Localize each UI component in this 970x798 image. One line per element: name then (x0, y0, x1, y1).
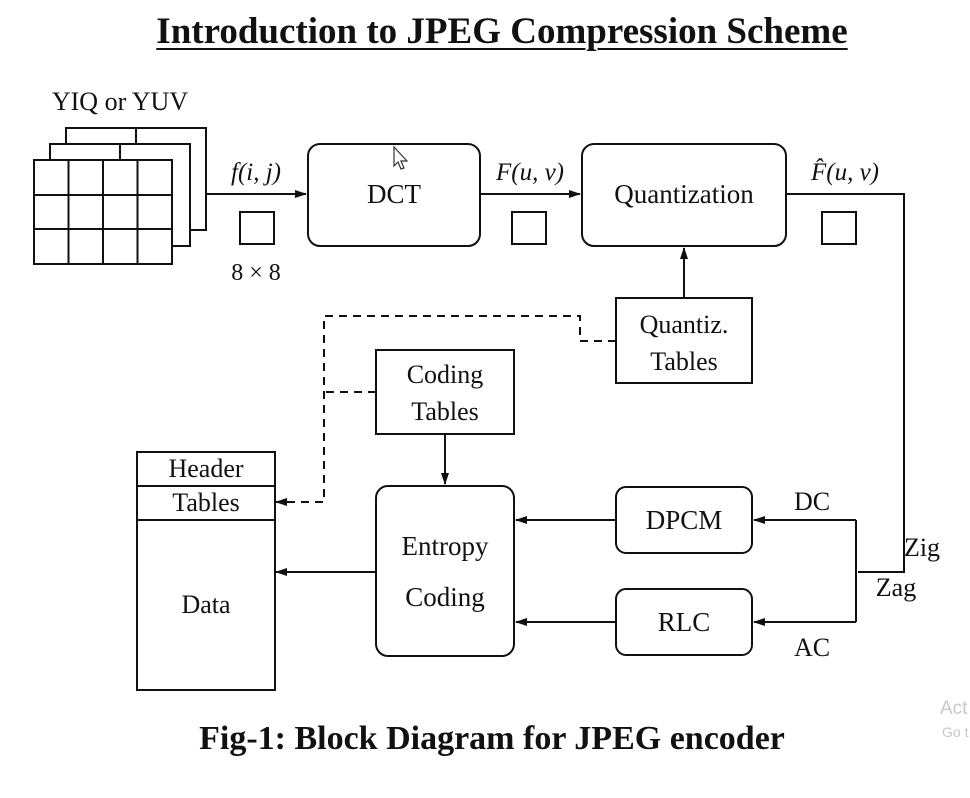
block-size-label: 8 × 8 (231, 260, 281, 286)
input-label: YIQ or YUV (52, 87, 188, 116)
watermark-line-2: Go t (942, 724, 969, 740)
dpcm-label: DPCM (646, 505, 723, 535)
input-image-stack (33, 127, 207, 265)
coding-tables-label-2: Tables (411, 397, 479, 426)
output-data-label: Data (181, 590, 231, 619)
dc-label: DC (794, 487, 830, 516)
output-header-label: Header (168, 454, 243, 483)
block-marker-dct (511, 211, 547, 245)
dct-label: DCT (367, 179, 422, 209)
zig-label: Zig (904, 533, 940, 562)
block-marker-spatial (239, 211, 275, 245)
entropy-label-1: Entropy (402, 531, 489, 561)
rlc-label: RLC (658, 607, 711, 637)
dashed-quant-tables-to-header (275, 315, 616, 506)
block-marker-quantized (821, 211, 857, 245)
entropy-label-2: Coding (405, 582, 485, 612)
ac-label: AC (794, 633, 830, 662)
quant-tables-label-1: Quantiz. (640, 310, 729, 339)
output-bitstream (136, 451, 276, 691)
signal-dct-coeffs: F(u, v) (495, 159, 564, 186)
page-title: Introduction to JPEG Compression Scheme (156, 11, 848, 52)
figure-caption: Fig-1: Block Diagram for JPEG encoder (199, 720, 785, 757)
zag-label: Zag (876, 573, 916, 602)
quantization-label: Quantization (614, 179, 754, 209)
mouse-cursor-icon (393, 145, 409, 170)
quantized-output-line (786, 193, 905, 573)
signal-quantized: F̂(u, v) (810, 158, 879, 186)
signal-spatial: f(i, j) (231, 159, 281, 186)
quant-tables-label-2: Tables (650, 347, 718, 376)
watermark-line-1: Act (940, 698, 968, 719)
output-tables-label: Tables (172, 488, 240, 517)
entropy-coding-block (375, 485, 515, 657)
coding-tables-label-1: Coding (407, 360, 484, 389)
